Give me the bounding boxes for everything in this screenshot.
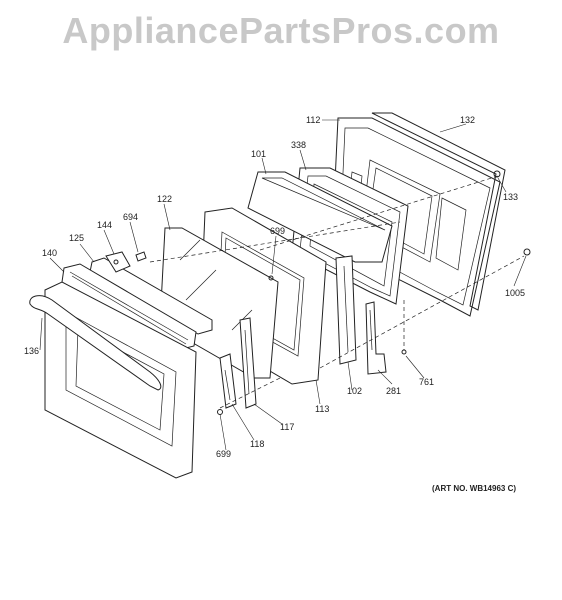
part-screws xyxy=(268,170,531,355)
callout-699: 699 xyxy=(270,226,285,236)
alignment-lines xyxy=(149,175,525,409)
part-side-bracket xyxy=(217,317,257,415)
callout-labels: 112 132 338 101 133 122 694 144 699 125 … xyxy=(24,115,525,459)
leader-lines xyxy=(39,119,527,451)
callout-133: 133 xyxy=(503,192,518,202)
callout-118: 118 xyxy=(250,439,264,449)
callout-694: 694 xyxy=(123,212,138,222)
part-hinge-bracket xyxy=(105,251,147,273)
callout-1005: 1005 xyxy=(505,288,525,298)
part-hinge xyxy=(365,301,387,375)
callout-761: 761 xyxy=(419,377,434,387)
callout-140: 140 xyxy=(42,248,57,258)
part-door-gasket xyxy=(371,112,506,311)
callout-338: 338 xyxy=(291,140,306,150)
callout-117: 117 xyxy=(280,422,294,432)
part-vent-strip xyxy=(335,255,357,365)
callout-132: 132 xyxy=(460,115,475,125)
part-door-trim xyxy=(61,257,213,351)
callout-281: 281 xyxy=(386,386,401,396)
part-insulation xyxy=(247,171,393,263)
callout-144: 144 xyxy=(97,220,112,230)
callout-122: 122 xyxy=(157,194,172,204)
callout-102: 102 xyxy=(347,386,362,396)
callout-113: 113 xyxy=(315,404,329,414)
watermark: AppliancePartsPros.com xyxy=(62,10,500,51)
callout-112: 112 xyxy=(306,115,320,125)
callout-101: 101 xyxy=(251,149,266,159)
callout-136: 136 xyxy=(24,346,39,356)
art-number: (ART NO. WB14963 C) xyxy=(432,484,516,493)
callout-699-lower: 699 xyxy=(216,449,231,459)
part-door-handle xyxy=(29,295,162,391)
callout-125: 125 xyxy=(69,233,84,243)
